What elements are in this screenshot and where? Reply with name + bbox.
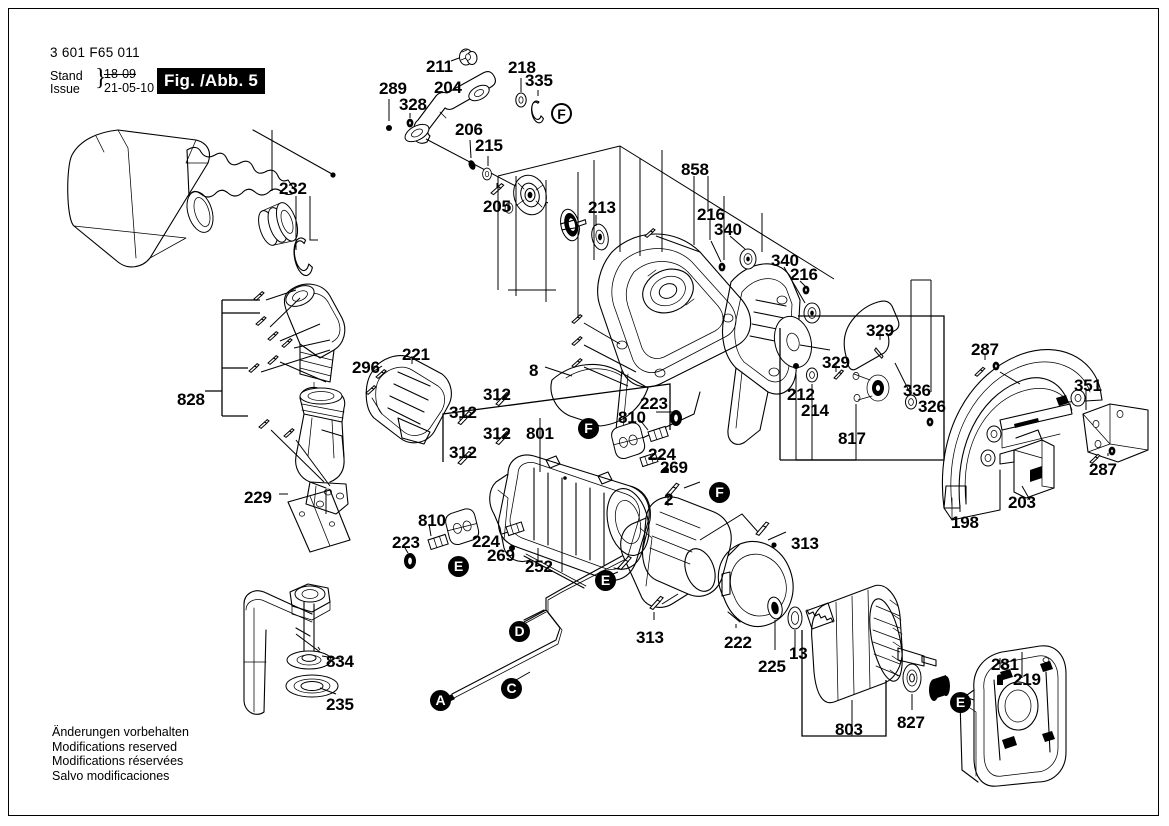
callout-340-top: 340 <box>714 220 742 239</box>
callout-828: 828 <box>177 390 205 409</box>
callout-8: 8 <box>529 361 539 380</box>
header-brace: } <box>95 65 107 91</box>
issue-label: Issue <box>50 82 80 96</box>
callout-801: 801 <box>526 424 554 443</box>
catalog-number: 3 601 F65 011 <box>50 45 140 60</box>
callout-326: 326 <box>918 397 946 416</box>
callout-219: 219 <box>1013 670 1041 689</box>
page-border <box>8 8 1159 816</box>
callout-222: 222 <box>724 633 752 652</box>
callout-858: 858 <box>681 160 709 179</box>
callout-205: 205 <box>483 197 511 216</box>
assembly-mark-e-right: E <box>950 692 971 713</box>
callout-214: 214 <box>801 401 829 420</box>
callout-269-upper: 269 <box>660 458 688 477</box>
callout-289: 289 <box>379 79 407 98</box>
callout-206: 206 <box>455 120 483 139</box>
callout-213: 213 <box>588 198 616 217</box>
callout-335: 335 <box>525 71 553 90</box>
disclaimer-es: Salvo modificaciones <box>52 768 170 783</box>
callout-328: 328 <box>399 95 427 114</box>
callout-340-right: 340 <box>771 251 799 270</box>
callout-212: 212 <box>787 385 815 404</box>
disclaimer-de: Änderungen vorbehalten <box>52 725 189 739</box>
callout-834: 834 <box>326 652 354 671</box>
callout-287-upper: 287 <box>971 340 999 359</box>
callout-287-lower: 287 <box>1089 460 1117 479</box>
stand-label: Stand <box>50 69 83 83</box>
callout-223-upper: 223 <box>640 394 668 413</box>
callout-336: 336 <box>903 381 931 400</box>
assembly-mark-e-mid: E <box>595 570 616 591</box>
callout-203: 203 <box>1008 493 1036 512</box>
callout-810-upper: 810 <box>618 408 646 427</box>
callout-232: 232 <box>279 179 307 198</box>
callout-229: 229 <box>244 488 272 507</box>
assembly-mark-a: A <box>430 690 451 711</box>
callout-281: 281 <box>991 655 1019 674</box>
assembly-mark-f-motor: F <box>578 418 599 439</box>
group-828-handle <box>205 283 351 553</box>
group-351-plate <box>1082 390 1149 465</box>
callout-211: 211 <box>426 57 453 76</box>
callout-13: 13 <box>789 644 808 663</box>
disclaimer-block: Änderungen vorbehalten Modifications res… <box>52 725 189 783</box>
assembly-mark-c: C <box>501 678 522 699</box>
callout-225: 225 <box>758 657 786 676</box>
callout-312-c: 312 <box>483 385 511 404</box>
assembly-mark-e-left: E <box>448 556 469 577</box>
callout-312-a: 312 <box>449 403 477 422</box>
armature-body <box>805 584 937 704</box>
callout-218: 218 <box>508 58 536 77</box>
callout-224-upper: 224 <box>648 445 676 464</box>
callout-223-lower: 223 <box>392 533 420 552</box>
callout-296: 296 <box>352 358 380 377</box>
assembly-mark-f-gear: F <box>709 482 730 503</box>
callout-313-bottom: 313 <box>636 628 664 647</box>
callout-204: 204 <box>434 78 462 97</box>
callout-313-right: 313 <box>791 534 819 553</box>
callout-329-upper: 329 <box>866 321 894 340</box>
group-803-armature <box>717 540 950 737</box>
callout-224-lower: 224 <box>472 532 500 551</box>
figure-label: Fig. /Abb. 5 <box>157 68 266 94</box>
assembly-mark-d: D <box>509 621 530 642</box>
callout-198: 198 <box>951 513 979 532</box>
issue-date: 21-05-10 <box>104 81 155 95</box>
callout-817: 817 <box>838 429 866 448</box>
callout-810-lower: 810 <box>418 511 446 530</box>
callout-351: 351 <box>1074 376 1102 395</box>
callout-312-d: 312 <box>483 424 511 443</box>
callout-235: 235 <box>326 695 354 714</box>
callout-2: 2 <box>664 490 674 509</box>
callout-221: 221 <box>402 345 430 364</box>
callout-216-right: 216 <box>790 265 818 284</box>
group-2-gear-housing <box>620 481 787 620</box>
callout-269-lower: 269 <box>487 546 515 565</box>
callout-329-lower: 329 <box>822 353 850 372</box>
callout-216-top: 216 <box>697 205 725 224</box>
disclaimer-en: Modifications reserved <box>52 739 178 754</box>
callout-252: 252 <box>525 557 553 576</box>
disclaimer-fr: Modifications réservées <box>52 754 184 769</box>
group-203-block <box>999 429 1055 501</box>
callout-312-b: 312 <box>449 443 477 462</box>
callout-827: 827 <box>897 713 925 732</box>
group-232-dust-assembly <box>67 129 336 277</box>
callout-215: 215 <box>475 136 503 155</box>
assembly-mark-f-top: F <box>551 103 572 124</box>
superseded-date: 18-09 <box>104 67 136 81</box>
callout-803: 803 <box>835 720 863 739</box>
